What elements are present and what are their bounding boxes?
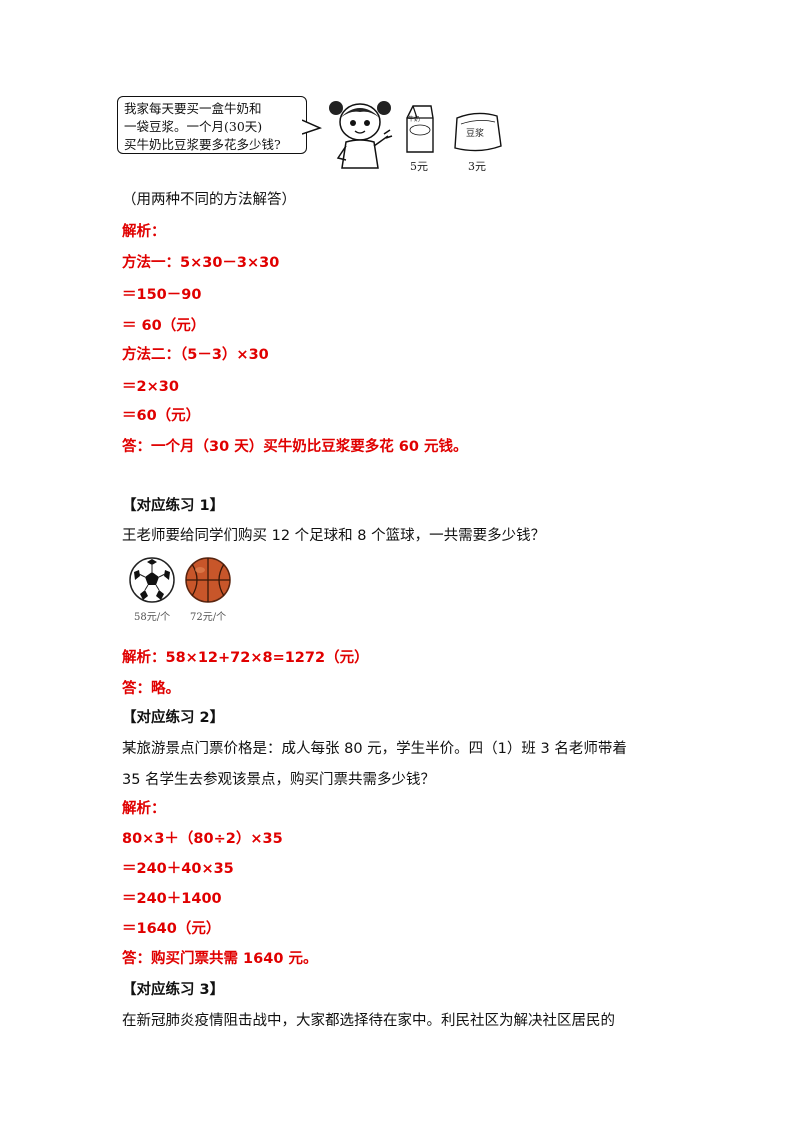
exercise-title: 【对应练习 1】 [122,498,225,514]
analysis-label: 解析： [122,224,166,240]
basketball-icon [185,557,231,603]
solution-line: ＝1640（元） [122,921,221,937]
solution-line: ＝2×30 [122,379,179,395]
exercise-question: 35 名学生去参观该景点，购买门票共需多少钱？ [122,772,436,788]
solution-line: 方法二：（5－3）×30 [122,347,269,363]
solution-line: ＝60（元） [122,408,201,424]
solution-line: ＝240＋1400 [122,891,222,907]
answer-line: 答：购买门票共需 1640 元。 [122,951,318,967]
answer-line: 答：略。 [122,681,180,697]
speech-bubble: 我家每天要买一盒牛奶和 一袋豆浆。一个月(30天) 买牛奶比豆浆要多花多少钱? [117,96,307,154]
basketball-price: 72元/个 [190,612,227,623]
bubble-line: 我家每天要买一盒牛奶和 [124,101,262,116]
bubble-tail-icon [302,119,322,135]
solution-line: 方法一：5×30－3×30 [122,255,280,271]
bubble-line: 一袋豆浆。一个月(30天) [124,119,263,134]
soy-milk-bag-icon [454,112,502,152]
answer-line: 答：一个月（30 天）买牛奶比豆浆要多花 60 元钱。 [122,439,468,455]
bubble-line: 买牛奶比豆浆要多花多少钱? [124,137,281,152]
milk-label: 牛奶 [408,116,421,123]
soy-label: 豆浆 [466,129,485,139]
soy-price: 3元 [468,160,486,173]
method-note: （用两种不同的方法解答） [122,192,296,208]
exercise-question: 在新冠肺炎疫情阻击战中，大家都选择待在家中。利民社区为解决社区居民的 [122,1013,615,1029]
exercise-title: 【对应练习 3】 [122,982,225,998]
solution-line: 解析：58×12+72×8=1272（元） [122,650,369,666]
analysis-label: 解析： [122,801,166,817]
exercise-question: 王老师要给同学们购买 12 个足球和 8 个篮球，一共需要多少钱？ [122,528,546,544]
milk-carton-icon [406,105,434,153]
solution-line: ＝240＋40×35 [122,861,234,877]
solution-line: ＝ 60（元） [122,318,206,334]
girl-illustration-icon [329,101,393,169]
exercise-question: 某旅游景点门票价格是：成人每张 80 元，学生半价。四（1）班 3 名老师带着 [122,741,627,757]
football-icon [129,557,175,603]
exercise-title: 【对应练习 2】 [122,710,225,726]
milk-price: 5元 [410,160,428,173]
solution-line: ＝150－90 [122,287,202,303]
football-price: 58元/个 [134,612,171,623]
solution-line: 80×3＋（80÷2）×35 [122,831,283,847]
